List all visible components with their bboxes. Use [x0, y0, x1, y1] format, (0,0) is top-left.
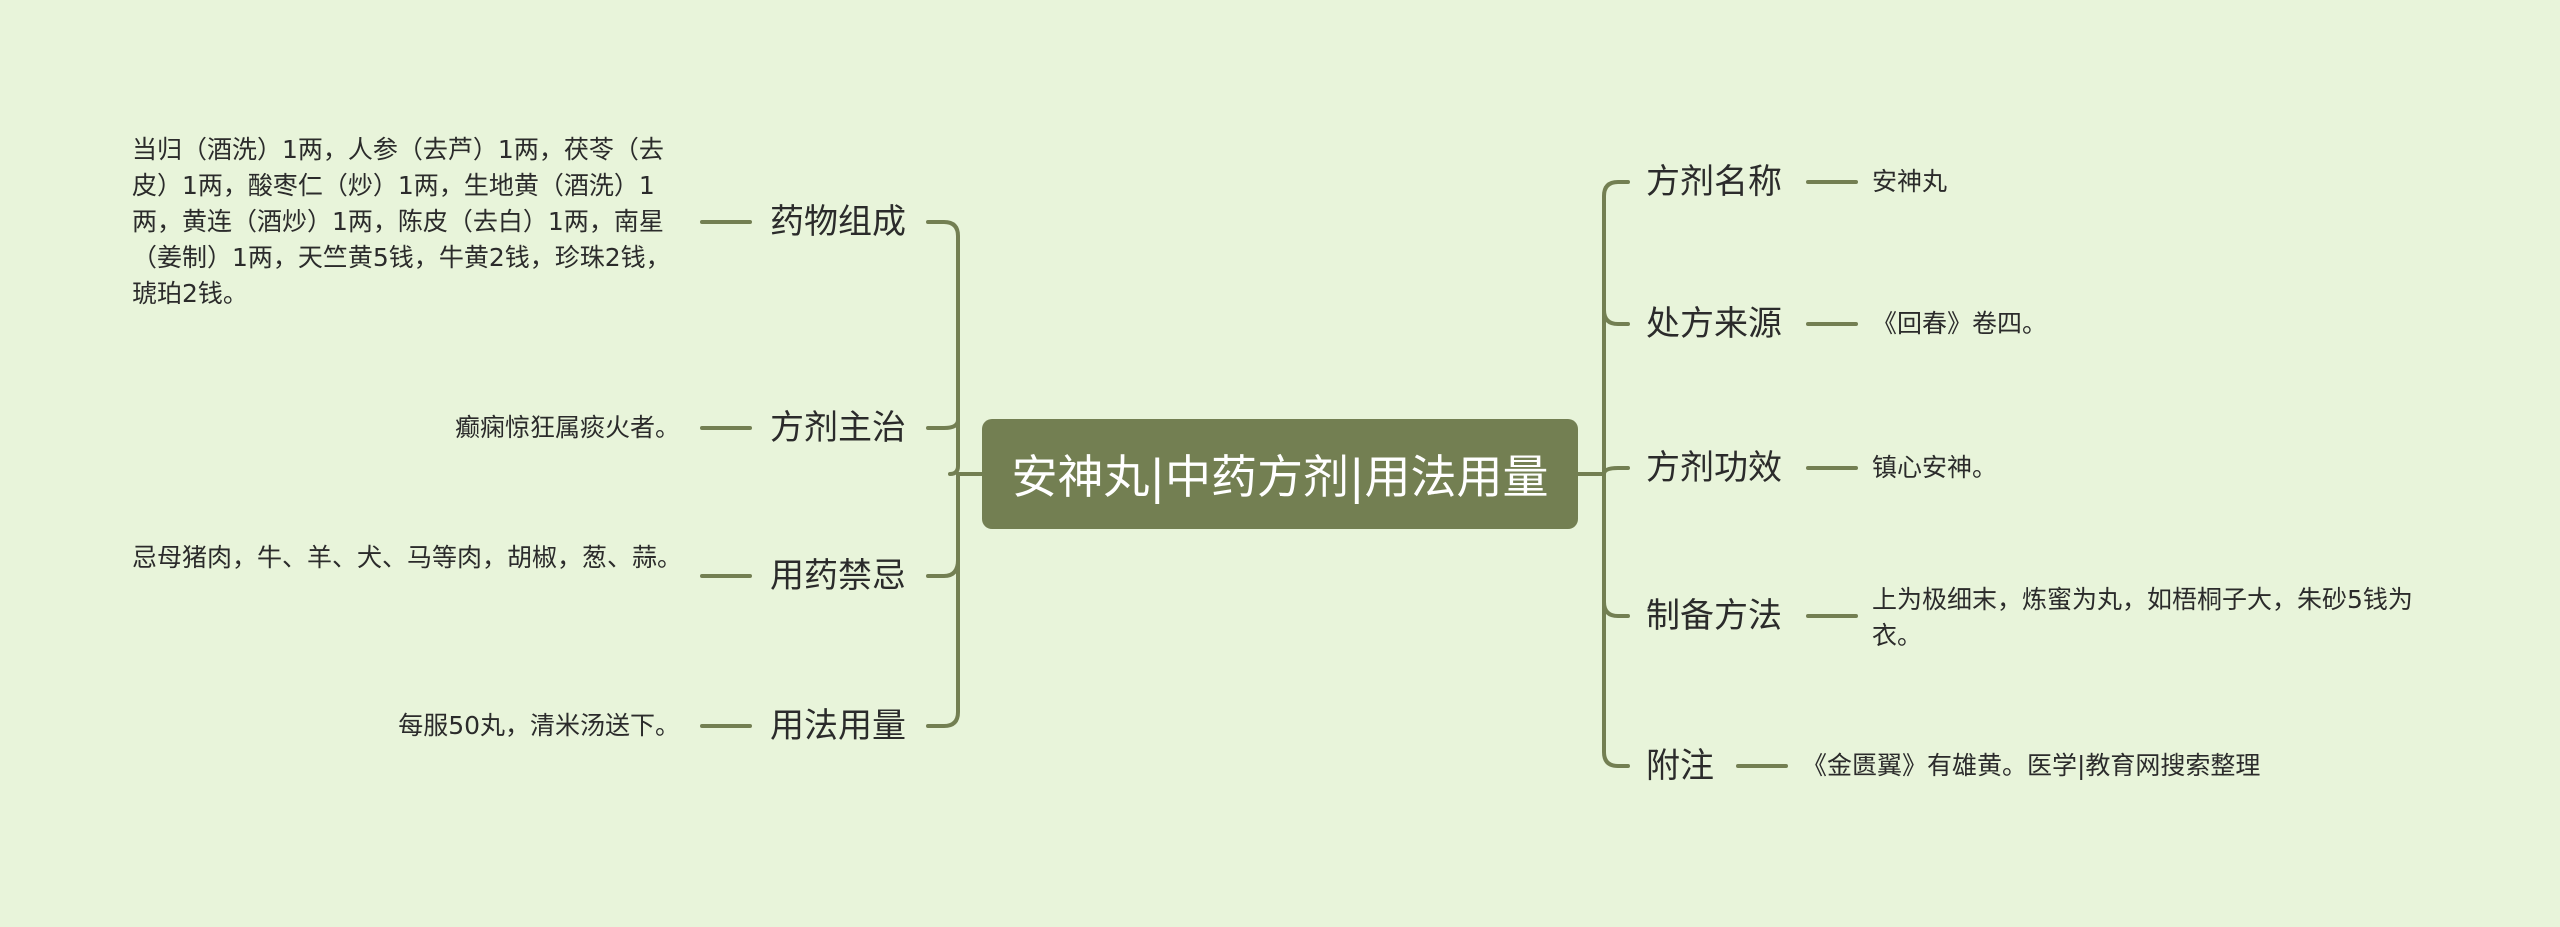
right-connector-5: [1602, 472, 1630, 768]
branch-indications[interactable]: 方剂主治: [770, 408, 906, 448]
left-connector-3: [926, 558, 960, 578]
left-spine-line: [926, 220, 984, 476]
branch-source[interactable]: 处方来源: [1646, 304, 1782, 344]
branch-contraindications[interactable]: 用药禁忌: [770, 556, 906, 596]
branch-preparation[interactable]: 制备方法: [1646, 596, 1782, 636]
branch-notes[interactable]: 附注: [1646, 746, 1714, 786]
leaf-contraindications-text: 忌母猪肉，牛、羊、犬、马等肉，胡椒，葱、蒜。: [132, 543, 683, 572]
leaf-source-text: 《回春》卷四。: [1872, 309, 2048, 338]
leaf-dosage-text: 每服50丸，清米汤送下。: [398, 711, 680, 740]
branch-dosage[interactable]: 用法用量: [770, 706, 906, 746]
branch-formula-name[interactable]: 方剂名称: [1646, 162, 1782, 202]
leaf-formula-name-text: 安神丸: [1872, 167, 1948, 196]
right-connector-4: [1602, 472, 1630, 618]
leaf-efficacy-text: 镇心安神。: [1872, 453, 1998, 482]
right-connector-2: [1602, 308, 1630, 326]
branch-composition[interactable]: 药物组成: [770, 202, 906, 242]
leaf-notes-text: 《金匮翼》有雄黄。医学|教育网搜索整理: [1802, 751, 2261, 780]
leaf-indications-text: 癫痫惊狂属痰火者。: [454, 413, 680, 442]
root-node[interactable]: 安神丸|中药方剂|用法用量: [982, 419, 1578, 529]
branch-efficacy[interactable]: 方剂功效: [1646, 448, 1782, 488]
left-connector-4: [926, 472, 960, 728]
right-spine-line: [1576, 180, 1630, 476]
left-connector-2: [926, 418, 960, 430]
leaf-composition-text: 当归（酒洗）1两，人参（去芦）1两，茯苓（去皮）1两，酸枣仁（炒）1两，生地黄（…: [132, 135, 671, 308]
leaf-preparation-text: 上为极细末，炼蜜为丸，如梧桐子大，朱砂5钱为衣。: [1872, 585, 2413, 650]
right-connector-3: [1602, 466, 1630, 476]
